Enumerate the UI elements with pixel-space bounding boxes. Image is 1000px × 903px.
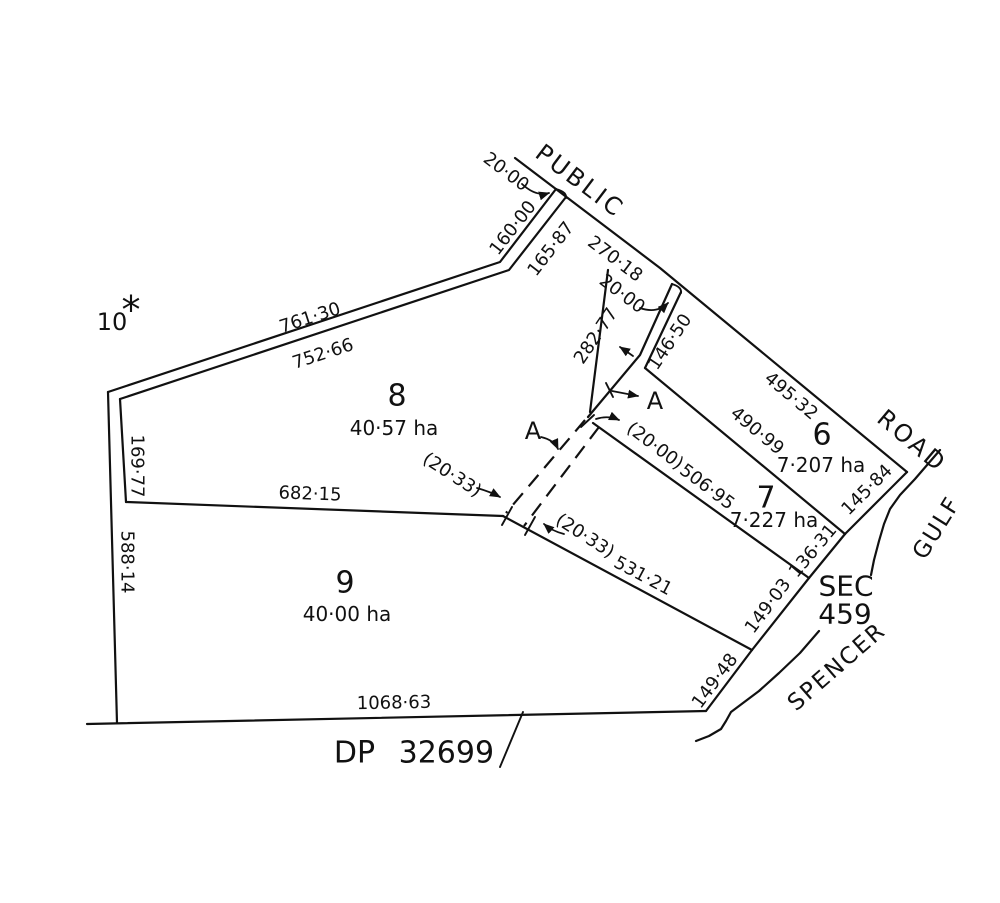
lot-9-area: 40·00 ha — [303, 602, 392, 626]
dim-165-87: 165·87 — [523, 218, 578, 281]
dim-160-00: 160·00 — [485, 197, 540, 260]
lot-labels: 6 7·207 ha 7 7·227 ha 8 40·57 ha 9 40·00… — [97, 288, 866, 626]
south-boundary-tick — [499, 711, 524, 768]
dim-20-33-right: (20·33) — [552, 509, 618, 562]
leader-20-top — [521, 183, 550, 201]
public-road-line — [513, 156, 909, 474]
lot-10-asterisk: * — [122, 288, 141, 332]
lot-7-number: 7 — [756, 481, 775, 516]
lot-6-number: 6 — [812, 418, 831, 453]
leader-2033-right — [543, 523, 565, 535]
dimension-leaders — [476, 183, 669, 535]
south-boundary — [85, 709, 708, 768]
dim-146-50: 146·50 — [644, 310, 697, 374]
dim-1068-63: 1068·63 — [357, 692, 432, 714]
leader-20-mid — [639, 302, 669, 314]
section-marker-a-lower: A — [525, 417, 542, 445]
sec-number: 459 — [818, 598, 871, 631]
lot-7-area: 7·227 ha — [730, 508, 819, 532]
lot-6-area: 7·207 ha — [777, 453, 866, 477]
leader-282 — [619, 346, 634, 357]
annotation-labels: SEC 459 SPENCER GULF DP 32699 — [334, 492, 966, 771]
dimension-labels: 20·00 270·18 20·00 160·00 165·87 761·30 … — [117, 148, 897, 714]
lot10-road-strip — [106, 187, 568, 401]
dim-20-33-left: (20·33) — [419, 448, 485, 501]
coastline — [694, 448, 942, 743]
dim-20-00-paren: (20·00) — [622, 418, 687, 474]
section-marker-labels: A A — [525, 387, 664, 445]
dash-end-tick-1 — [501, 506, 513, 526]
unmade-road-dashed — [501, 382, 614, 536]
dim-20-00-top: 20·00 — [479, 148, 533, 196]
dim-682-15: 682·15 — [278, 482, 342, 505]
section-tick-2000 — [580, 414, 595, 428]
section-marker-a-upper: A — [647, 387, 664, 415]
leader-a-lower — [540, 436, 559, 450]
road-junction-arc-top — [555, 188, 568, 199]
water-name-gulf: GULF — [908, 492, 966, 564]
sec-label: SEC — [818, 570, 873, 603]
lot9-northeast-boundary — [501, 514, 754, 713]
dim-761-30: 761·30 — [277, 298, 343, 337]
dash-end-tick-2 — [524, 516, 536, 536]
leader-a-upper — [611, 389, 639, 399]
lot6-boundaries — [643, 290, 909, 536]
lot8-lot9-boundary — [124, 500, 505, 518]
leader-2000-paren — [595, 411, 620, 421]
section-tick-a — [605, 382, 614, 398]
water-name-spencer: SPENCER — [783, 618, 891, 717]
dim-149-48: 149·48 — [688, 650, 743, 713]
lot-8-number: 8 — [387, 379, 406, 414]
deposited-plan-ref: DP 32699 — [334, 736, 494, 771]
dim-588-14: 588·14 — [117, 531, 138, 594]
west-boundary — [106, 390, 128, 725]
dim-169-77: 169·77 — [127, 435, 148, 498]
lot7-boundaries — [591, 421, 847, 652]
leader-2033-left — [476, 487, 501, 498]
lot-10-number: 10 — [97, 308, 128, 336]
dim-490-99: 490·99 — [726, 403, 788, 460]
lot-9-number: 9 — [335, 566, 354, 601]
dim-531-21: 531·21 — [610, 552, 675, 600]
lot-8-area: 40·57 ha — [350, 416, 439, 440]
